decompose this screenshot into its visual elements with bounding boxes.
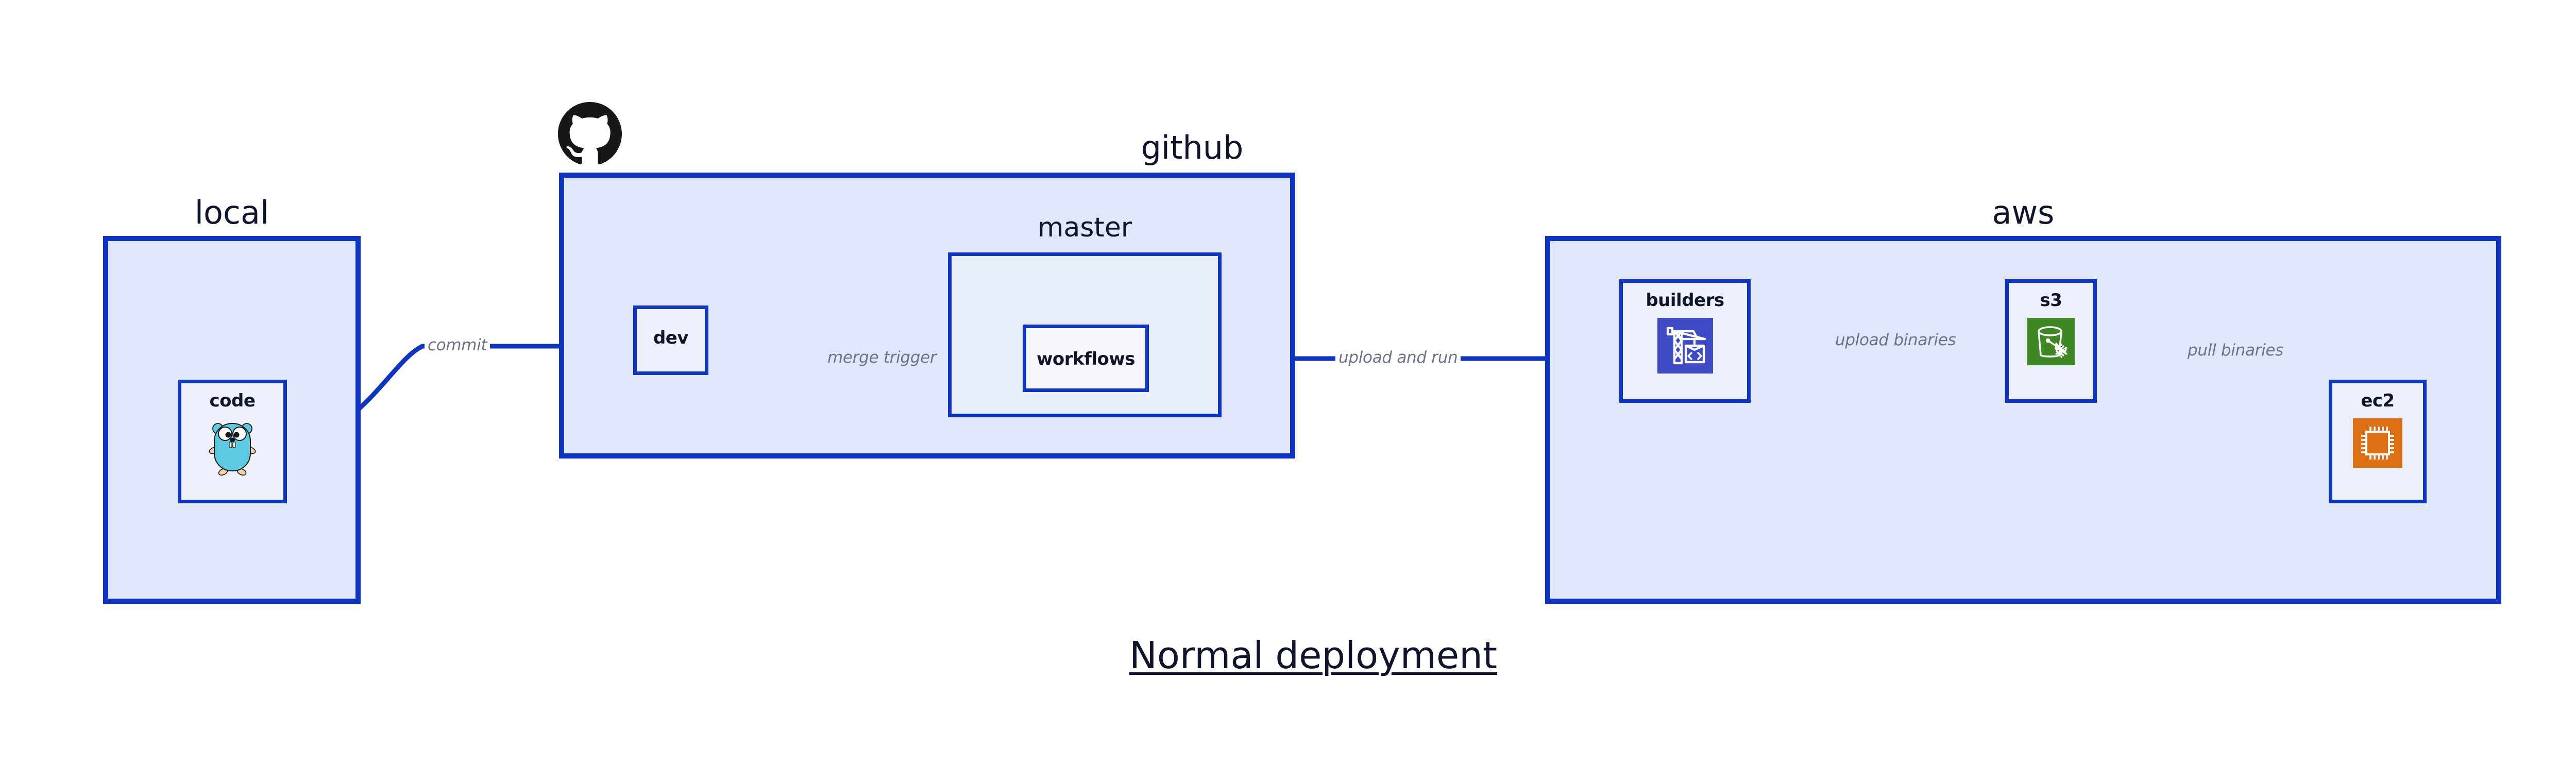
node-builders[interactable]: builders — [1619, 279, 1751, 403]
group-github-label: github — [1141, 129, 1244, 166]
node-workflows-label: workflows — [1036, 349, 1136, 369]
node-dev[interactable]: dev — [633, 305, 708, 375]
edge-label-merge-trigger: merge trigger — [824, 348, 940, 367]
aws-codebuild-icon — [1657, 318, 1713, 376]
group-aws-label: aws — [1992, 194, 2055, 231]
node-ec2[interactable]: ec2 — [2329, 380, 2427, 503]
subgroup-master-label: master — [1037, 212, 1132, 243]
edge-label-commit: commit — [425, 336, 490, 354]
aws-ec2-chip-icon — [2353, 418, 2402, 470]
group-local[interactable] — [103, 236, 361, 604]
node-workflows[interactable]: workflows — [1023, 325, 1149, 392]
edge-label-pull-binaries: pull binaries — [2184, 341, 2287, 360]
aws-s3-glacier-icon — [2027, 318, 2075, 367]
node-dev-label: dev — [653, 328, 689, 348]
node-ec2-label: ec2 — [2361, 390, 2395, 411]
golang-gopher-icon — [208, 418, 257, 478]
node-s3-label: s3 — [2040, 290, 2062, 311]
node-builders-label: builders — [1646, 290, 1724, 311]
node-code-label: code — [209, 390, 256, 411]
edge-label-upload-and-run: upload and run — [1335, 348, 1461, 367]
github-octocat-icon — [558, 102, 622, 166]
edge-label-upload-binaries: upload binaries — [1832, 331, 1959, 349]
diagram-caption: Normal deployment — [1129, 634, 1498, 677]
group-local-label: local — [194, 194, 269, 231]
node-code[interactable]: code — [178, 380, 287, 503]
node-s3[interactable]: s3 — [2005, 279, 2097, 403]
